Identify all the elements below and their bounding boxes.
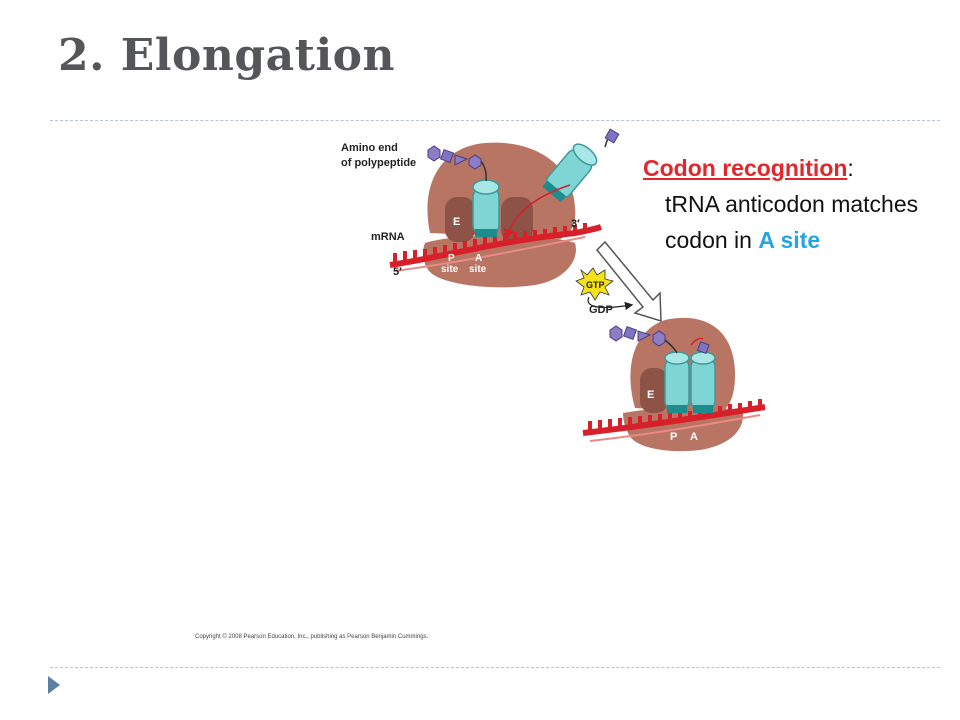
gtp-starburst: GTP [575,267,614,301]
codon-recognition-body: tRNA anticodon matches codon in A site [643,186,943,258]
gtp-to-gdp-arrow [587,296,634,311]
top-polypeptide-chain [427,145,482,170]
gtp-label: GTP [586,280,605,290]
top-divider [50,120,940,121]
a-site-word: site [469,264,487,275]
bottom-a-site-trna [690,351,716,413]
top-e-site-pocket [445,197,475,242]
top-e-site-label: E [453,216,460,228]
bottom-p-site-label: P [670,431,677,443]
top-mrna [389,223,602,272]
bottom-e-site-label: E [647,389,654,401]
bottom-polypeptide-chain [609,325,710,355]
transition-arrow [595,240,662,323]
mrna-label: mRNA [371,231,405,243]
bottom-a-site-label: A [690,431,698,443]
amino-end-label-line1: Amino end [341,142,398,154]
codon-recognition-textbox: Codon recognition: tRNA anticodon matche… [643,150,943,258]
p-site-word: site [441,264,459,275]
amino-end-label-line2: of polypeptide [341,157,416,169]
bottom-divider [50,667,940,668]
top-p-site-trna [472,158,500,237]
bottom-p-site-trna [664,351,690,413]
incoming-amino-acid [604,128,620,144]
five-prime-label: 5′ [393,266,402,278]
copyright-notice: Copyright © 2008 Pearson Education, Inc.… [195,634,429,640]
slide-bullet-icon [48,676,60,694]
elongation-diagram: E [341,128,766,452]
bottom-e-site-pocket [640,368,668,413]
codon-recognition-body-text: tRNA anticodon matches codon in [665,191,919,253]
codon-recognition-heading: Codon recognition [643,155,848,181]
three-prime-label: 3′ [571,218,580,230]
a-site-letter: A [475,253,482,264]
bottom-mrna [582,399,766,442]
codon-recognition-heading-line: Codon recognition: [643,150,943,186]
gdp-label: GDP [589,304,613,316]
a-site-highlight: A site [758,227,821,253]
heading-colon: : [847,155,854,181]
trna-entry-arrow [504,184,571,240]
p-site-letter: P [448,253,455,264]
slide-title: 2. Elongation [58,30,395,81]
